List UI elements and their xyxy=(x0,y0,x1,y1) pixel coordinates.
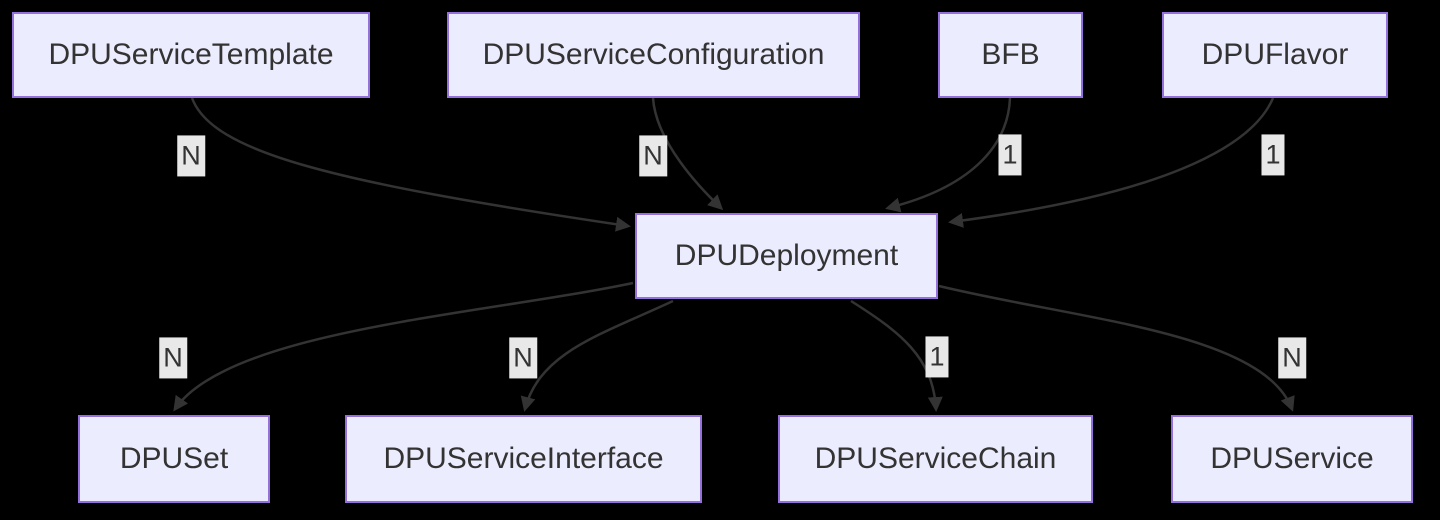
edge-dpudeployment-to-dpuset xyxy=(173,281,634,412)
node-label: DPUServiceTemplate xyxy=(48,38,334,71)
edge-dpudeployment-to-dpuserviceinterface xyxy=(520,299,674,412)
edge-dpudeployment-to-dpuservicechain xyxy=(850,299,943,412)
node-label: DPUSet xyxy=(119,442,229,475)
node-dpuserviceconfiguration: DPUServiceConfiguration xyxy=(447,12,860,98)
node-label: DPUServiceConfiguration xyxy=(482,38,825,71)
node-label: DPUService xyxy=(1210,442,1374,475)
node-label: BFB xyxy=(981,38,1040,71)
edge-label-dpuflavor-cardinality: 1 xyxy=(1261,134,1285,176)
node-bfb: BFB xyxy=(938,12,1083,98)
edge-dpuservicetemplate-to-dpudeployment xyxy=(190,97,631,232)
edge-dpudeployment-to-dpuservice xyxy=(938,284,1295,412)
edge-dpuserviceconfiguration-to-dpudeployment xyxy=(651,97,724,211)
node-label: DPUFlavor xyxy=(1201,38,1349,71)
node-dpuserviceinterface: DPUServiceInterface xyxy=(345,415,702,503)
node-dpuservicechain: DPUServiceChain xyxy=(778,415,1093,503)
edge-dpuflavor-to-dpudeployment xyxy=(948,97,1275,228)
node-label: DPUDeployment xyxy=(674,239,899,272)
edge-label-dpuservicetemplate-cardinality: N xyxy=(177,135,205,177)
edge-label-dpuserviceconfiguration-cardinality: N xyxy=(639,135,667,177)
edge-label-bfb-cardinality: 1 xyxy=(998,134,1022,176)
node-dpudeployment: DPUDeployment xyxy=(635,213,938,299)
edge-label-dpuset-cardinality: N xyxy=(159,337,187,379)
node-dpuservicetemplate: DPUServiceTemplate xyxy=(12,12,370,98)
node-dpuset: DPUSet xyxy=(78,415,270,503)
node-dpuservice: DPUService xyxy=(1171,415,1413,503)
edge-bfb-to-dpudeployment xyxy=(885,97,1012,213)
node-label: DPUServiceChain xyxy=(814,442,1057,475)
node-label: DPUServiceInterface xyxy=(383,442,664,475)
edge-label-dpuserviceinterface-cardinality: N xyxy=(509,337,537,379)
node-dpuflavor: DPUFlavor xyxy=(1162,12,1388,98)
edge-label-dpuservice-cardinality: N xyxy=(1278,337,1306,379)
edge-label-dpuservicechain-cardinality: 1 xyxy=(925,336,949,378)
